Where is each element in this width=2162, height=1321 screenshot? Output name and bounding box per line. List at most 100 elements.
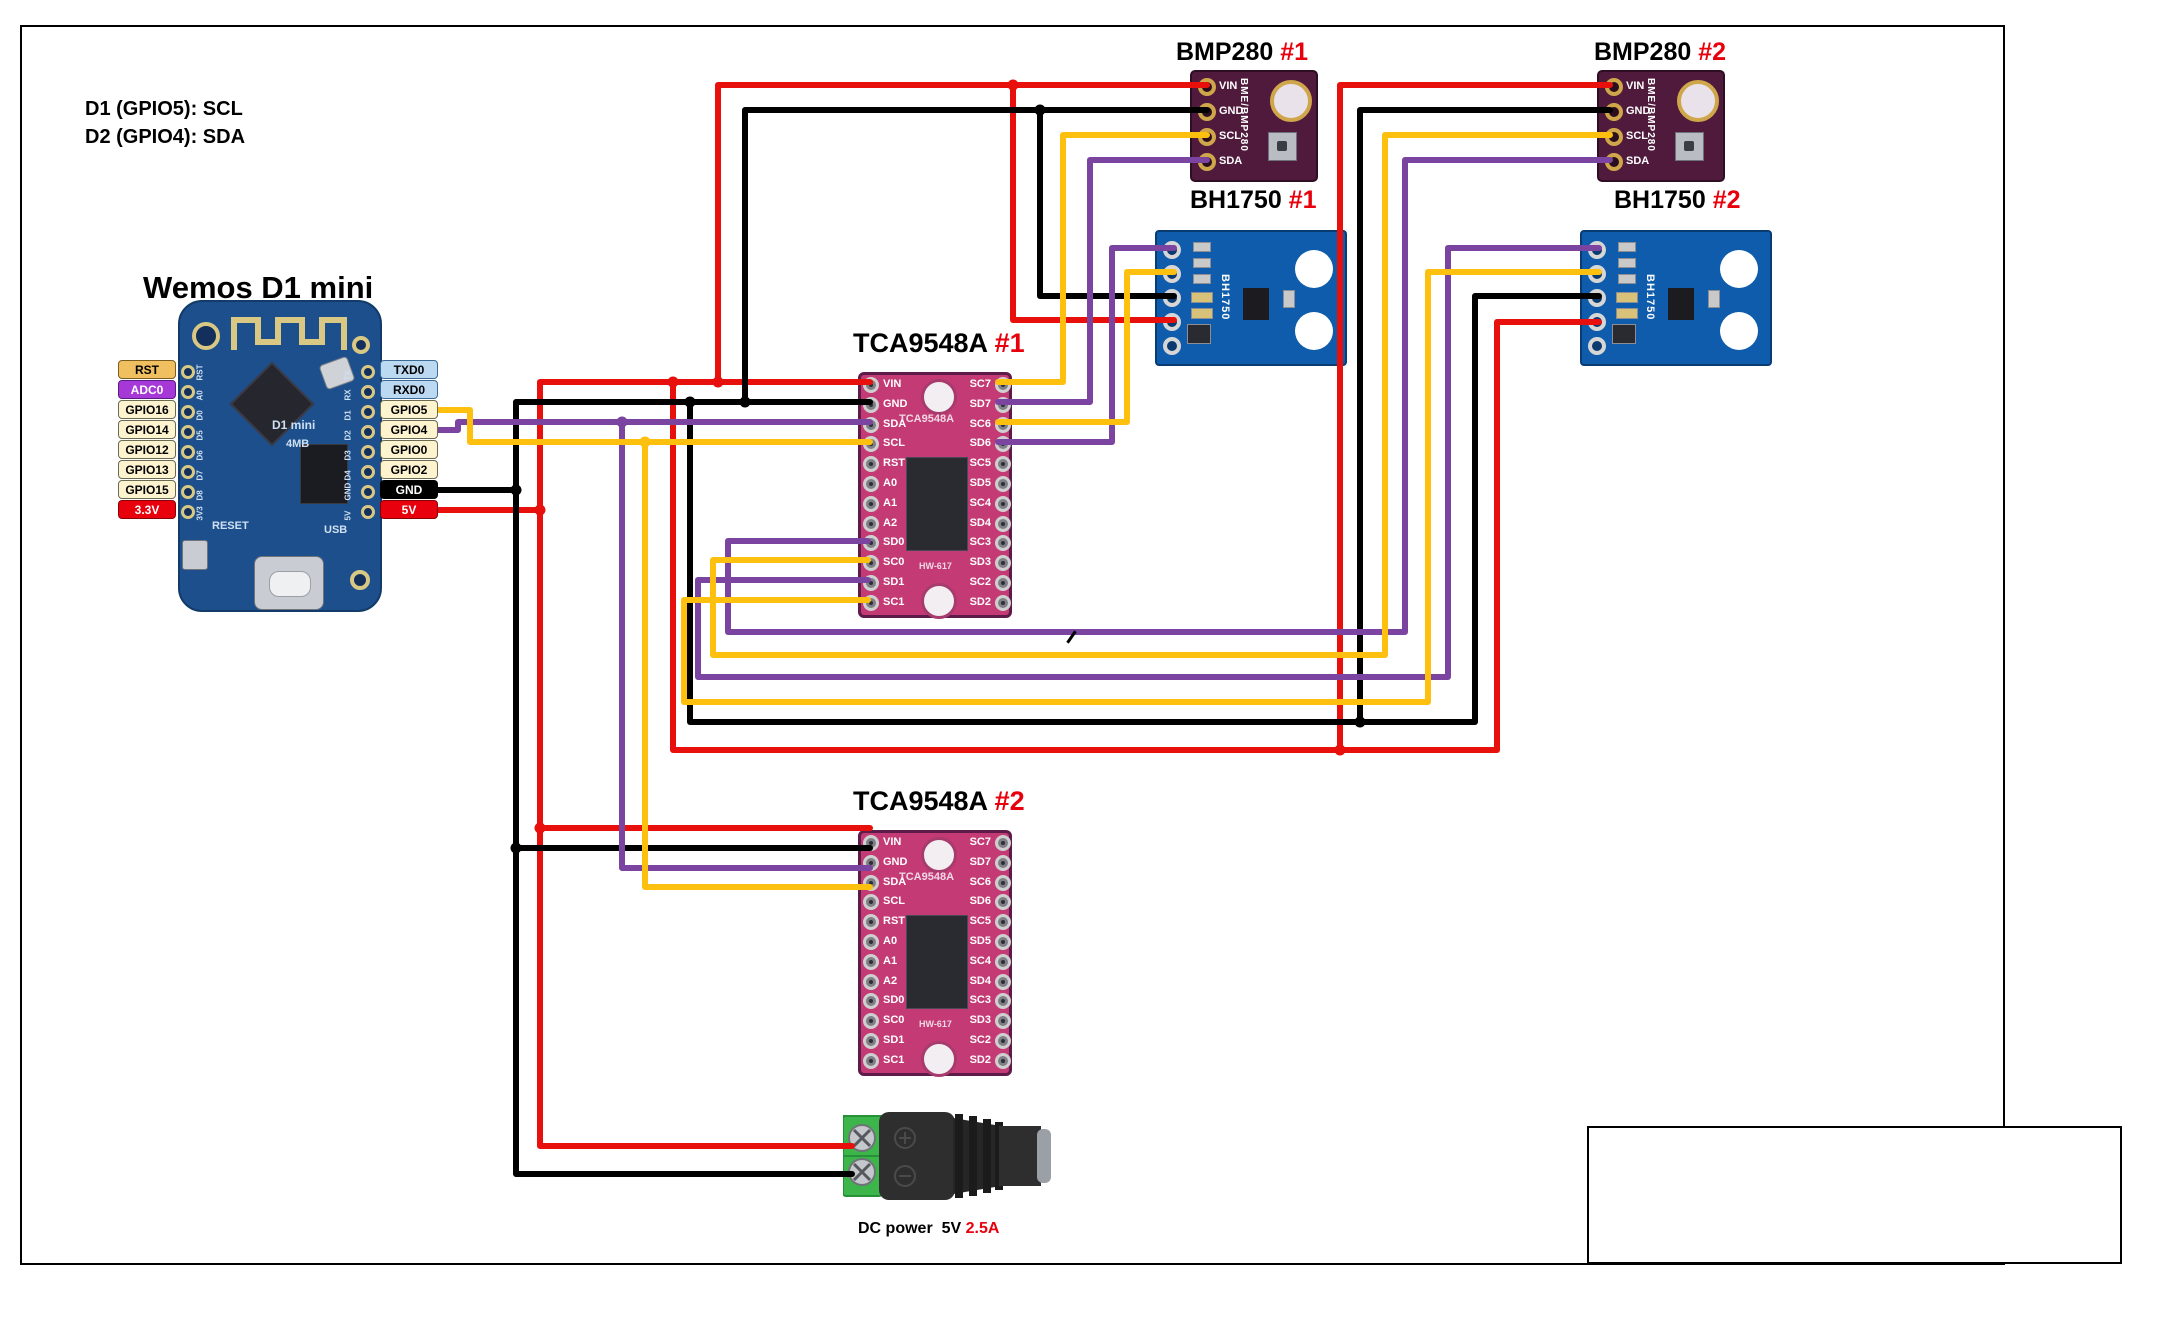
- tca-pin-label-SC4: SC4: [969, 497, 991, 509]
- wemos-silk-right: RX: [343, 389, 353, 401]
- light-sensor-chip: [1243, 288, 1269, 320]
- tca-pinhole: [995, 476, 1011, 492]
- tca-pinhole: [995, 835, 1011, 851]
- tca-pin-label-SC4: SC4: [969, 955, 991, 967]
- tca-pinhole: [863, 875, 879, 891]
- tca-pinhole: [995, 397, 1011, 413]
- tca-pinhole: [995, 516, 1011, 532]
- tca-pinhole: [863, 993, 879, 1009]
- bmp-silkscreen: BME/BMP280: [1645, 78, 1656, 152]
- tca-pinhole: [863, 575, 879, 591]
- tca-pin-label-SD6: SD6: [969, 895, 991, 907]
- wemos-silk-right: D1: [343, 410, 353, 421]
- dc-power-connector: [842, 1108, 1058, 1204]
- tca-pinhole: [995, 993, 1011, 1009]
- bh-pinhole: [1163, 241, 1181, 259]
- bmp280-2-title: BMP280 #2: [1594, 38, 1727, 66]
- mounting-hole: [1295, 312, 1333, 350]
- bh-silkscreen: BH1750: [1644, 274, 1656, 321]
- board-text-reset: RESET: [212, 520, 249, 532]
- tca-pin-label-SC0: SC0: [883, 556, 905, 568]
- pin-chip-GPIO16: GPIO16: [118, 400, 176, 419]
- wemos-pinhole-right: [361, 385, 375, 399]
- pin-chip-GPIO14: GPIO14: [118, 420, 176, 439]
- tca-pin-label-SD7: SD7: [969, 398, 991, 410]
- tca-pin-label-SC3: SC3: [969, 994, 991, 1006]
- tca-pinhole: [995, 595, 1011, 611]
- tca-pin-label-SD4: SD4: [969, 975, 991, 987]
- tca-pin-label-SD6: SD6: [969, 437, 991, 449]
- bmp-silkscreen: BME/BMP280: [1238, 78, 1249, 152]
- tca-pinhole: [995, 1013, 1011, 1029]
- tca-pin-label-SD2: SD2: [969, 596, 991, 608]
- tca-pinhole: [863, 397, 879, 413]
- mounting-hole: [1295, 250, 1333, 288]
- tca-pin-label-SD2: SD2: [969, 1054, 991, 1066]
- mounting-hole: [1270, 80, 1312, 122]
- pin-chip-RXD0: RXD0: [380, 380, 438, 399]
- bmp-pinhole: [1198, 78, 1216, 96]
- bh-pinhole: [1163, 289, 1181, 307]
- wemos-pinhole-right: [361, 425, 375, 439]
- tca-pinhole: [863, 954, 879, 970]
- tca-pin-label-RST: RST: [883, 457, 905, 469]
- tca-pin-label-SC2: SC2: [969, 576, 991, 588]
- wemos-silk-left: D0: [195, 410, 205, 421]
- tca-pinhole: [995, 436, 1011, 452]
- bh-pinhole: [1163, 337, 1181, 355]
- tca-pinhole: [995, 875, 1011, 891]
- pin-chip-TXD0: TXD0: [380, 360, 438, 379]
- wemos-pinhole-left: [181, 465, 195, 479]
- tca-pinhole: [863, 1013, 879, 1029]
- bh-pinhole: [1163, 265, 1181, 283]
- wemos-silk-right: 5V: [343, 510, 353, 521]
- bmp-pin-label-SCL: SCL: [1626, 130, 1648, 142]
- tca-pinhole: [863, 595, 879, 611]
- tca-pinhole: [995, 954, 1011, 970]
- tca-pinhole: [863, 456, 879, 472]
- wemos-silk-left: 3V3: [195, 506, 205, 521]
- tca-pinhole: [995, 417, 1011, 433]
- tca-pin-label-SC2: SC2: [969, 1034, 991, 1046]
- tca-pinhole: [863, 555, 879, 571]
- tca-pin-label-A0: A0: [883, 935, 898, 947]
- wemos-pinhole-left: [181, 505, 195, 519]
- tca-pin-label-SD5: SD5: [969, 477, 991, 489]
- tca-pinhole: [995, 555, 1011, 571]
- pin-chip-GPIO5: GPIO5: [380, 400, 438, 419]
- mounting-hole: [1720, 312, 1758, 350]
- tca-pin-label-SC3: SC3: [969, 536, 991, 548]
- pin-chip-GPIO15: GPIO15: [118, 480, 176, 499]
- bh-pinhole: [1588, 265, 1606, 283]
- note-scl: D1 (GPIO5): SCL: [85, 98, 243, 120]
- wemos-silk-left: D7: [195, 470, 205, 481]
- tca-pin-label-SDA: SDA: [883, 876, 907, 888]
- tca-pinhole: [995, 575, 1011, 591]
- pin-chip-GPIO4: GPIO4: [380, 420, 438, 439]
- tca-pin-label-A1: A1: [883, 497, 898, 509]
- pressure-sensor: [1268, 132, 1297, 161]
- tca-pin-label-SD1: SD1: [883, 1034, 905, 1046]
- wemos-pinhole-right: [361, 405, 375, 419]
- tca-pin-label-SCL: SCL: [883, 895, 905, 907]
- wemos-pinhole-left: [181, 425, 195, 439]
- tca-pinhole: [863, 436, 879, 452]
- tca-pin-label-RST: RST: [883, 915, 905, 927]
- wemos-silk-right: D3: [343, 450, 353, 461]
- wemos-silk-right: D2: [343, 430, 353, 441]
- diagram-border: [20, 25, 2005, 1265]
- wifi-antenna-icon: [231, 317, 347, 350]
- tca-pin-label-VIN: VIN: [883, 836, 902, 848]
- dc-power-label: DC power 5V 2.5A: [858, 1220, 1000, 1237]
- wemos-pinhole-right: [361, 485, 375, 499]
- pin-chip-ADC0: ADC0: [118, 380, 176, 399]
- bh-pinhole: [1588, 337, 1606, 355]
- wemos-pinhole-left: [181, 445, 195, 459]
- bh1750-1-title: BH1750 #1: [1190, 186, 1317, 214]
- wemos-pinhole-right: [361, 505, 375, 519]
- pin-chip-GPIO2: GPIO2: [380, 460, 438, 479]
- light-sensor-chip: [1668, 288, 1694, 320]
